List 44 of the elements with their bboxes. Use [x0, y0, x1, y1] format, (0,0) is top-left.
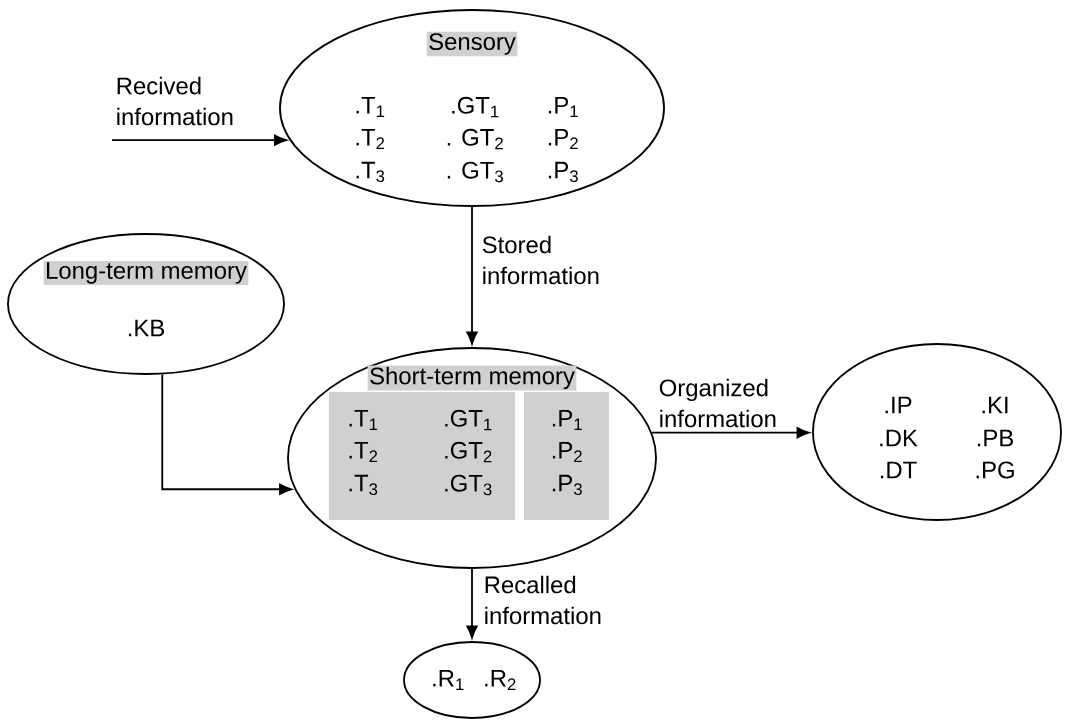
heading-label: Sensory	[426, 31, 518, 57]
list-item: .P$_{1}$	[552, 409, 582, 431]
edge-label: Organized information	[659, 378, 776, 428]
list-item: .GT$_{1}$	[452, 96, 499, 118]
list-item: .GT$_{1}$	[445, 409, 492, 431]
list-item: .PB	[977, 429, 1013, 447]
list-item: .GT$_{2}$	[445, 441, 492, 463]
list-item: .P$_{3}$	[548, 161, 578, 183]
list-item: .R$_{2}$	[485, 669, 516, 691]
list-item: .IP	[885, 396, 912, 414]
list-item: .T$_{2}$	[349, 441, 378, 463]
list-item: .P$_{1}$	[548, 96, 578, 118]
list-item: .P$_{3}$	[552, 474, 582, 496]
edge-label: Recalled information	[485, 575, 601, 625]
list-item: . GT$_{3}$	[447, 161, 503, 183]
list-item: .GT$_{3}$	[445, 474, 492, 496]
list-item: .T$_{2}$	[356, 128, 385, 150]
heading-label: Short-term memory	[367, 365, 577, 391]
shaded-panel	[524, 392, 609, 520]
edge-label: Stored information	[482, 235, 599, 285]
memory-ellipse	[7, 233, 285, 375]
list-item: .T$_{1}$	[349, 409, 378, 431]
arrow	[651, 427, 810, 439]
list-item: .P$_{2}$	[548, 128, 578, 150]
arrow	[466, 568, 478, 639]
edge-label: Recived information	[117, 76, 233, 126]
list-item: .DK	[880, 429, 918, 447]
list-item: .DT	[880, 461, 917, 479]
memory-ellipse	[279, 9, 665, 207]
memory-ellipse	[812, 343, 1062, 521]
arrow	[161, 373, 292, 495]
heading-label: Long-term memory	[43, 260, 249, 286]
list-item: .PG	[976, 461, 1014, 479]
list-item: .P$_{2}$	[552, 441, 582, 463]
list-item: .R$_{1}$	[433, 669, 464, 691]
list-item: .KB	[128, 319, 164, 337]
list-item: .T$_{1}$	[356, 96, 385, 118]
memory-ellipse	[403, 641, 541, 719]
arrow	[466, 206, 478, 345]
list-item: .KI	[982, 396, 1008, 414]
arrow	[111, 134, 287, 146]
list-item: .T$_{3}$	[349, 474, 378, 496]
list-item: . GT$_{2}$	[447, 128, 503, 150]
list-item: .T$_{3}$	[356, 161, 385, 183]
